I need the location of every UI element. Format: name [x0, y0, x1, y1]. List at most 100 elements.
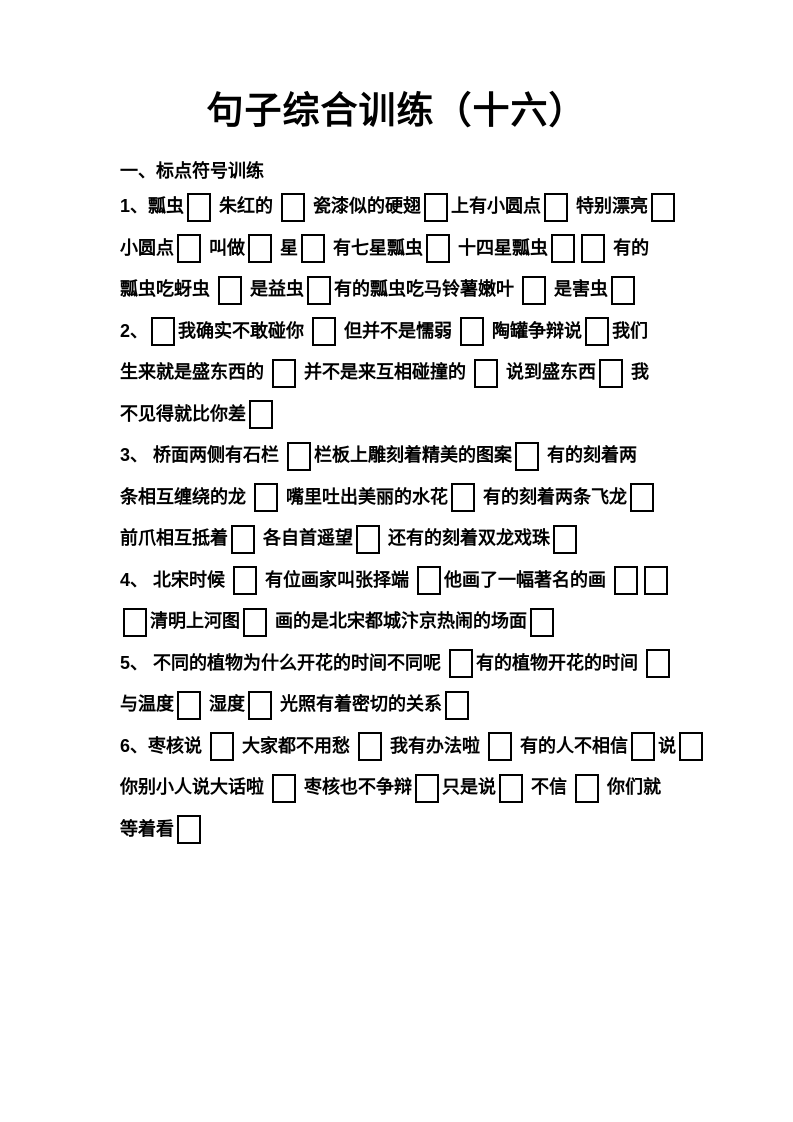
sentence-text: 上有小圆点	[451, 196, 542, 216]
punctuation-answer-box[interactable]	[218, 275, 243, 305]
exercise-line: 3、 桥面两侧有石栏 栏板上雕刻着精美的图案 有的刻着两	[120, 435, 710, 477]
exercise-item-6: 6、枣核说 大家都不用愁 我有办法啦 有的人不相信说你别小人说大话啦 枣核也不争…	[120, 726, 710, 851]
sentence-text: 等着看	[120, 818, 174, 839]
punctuation-answer-box[interactable]	[611, 275, 636, 305]
sentence-text: 陶罐争辩说	[487, 320, 583, 341]
sentence-text: 有的刻着两	[542, 445, 638, 465]
sentence-text: 你们就	[602, 777, 662, 797]
sentence-text: 与温度	[120, 694, 174, 714]
punctuation-answer-box[interactable]	[460, 317, 485, 347]
sentence-text: 大家都不用愁	[237, 735, 356, 756]
punctuation-answer-box[interactable]	[651, 192, 676, 222]
sentence-text: 有的人不相信	[515, 735, 629, 756]
punctuation-answer-box[interactable]	[307, 275, 332, 305]
sentence-text: 是害虫	[549, 279, 609, 299]
punctuation-answer-box[interactable]	[581, 234, 606, 264]
punctuation-answer-box[interactable]	[177, 690, 201, 720]
punctuation-answer-box[interactable]	[233, 566, 258, 596]
punctuation-answer-box[interactable]	[631, 732, 656, 762]
sentence-text: 不信	[526, 777, 573, 797]
punctuation-answer-box[interactable]	[522, 275, 547, 305]
sentence-text: 有的刻着两条飞龙	[478, 486, 628, 507]
sentence-text: 瓷漆似的硬翅	[308, 196, 422, 216]
punctuation-answer-box[interactable]	[449, 649, 474, 679]
exercise-line: 生来就是盛东西的 并不是来互相碰撞的 说到盛东西 我	[120, 352, 710, 394]
sentence-text: 但并不是懦弱	[339, 320, 458, 341]
sentence-text: 4、 北宋时候	[120, 569, 231, 590]
punctuation-answer-box[interactable]	[177, 815, 201, 845]
punctuation-answer-box[interactable]	[177, 234, 201, 264]
exercise-line: 4、 北宋时候 有位画家叫张择端 他画了一幅著名的画	[120, 560, 710, 602]
punctuation-answer-box[interactable]	[249, 400, 273, 430]
exercise-line: 你别小人说大话啦 枣核也不争辩只是说 不信 你们就	[120, 767, 710, 809]
punctuation-answer-box[interactable]	[312, 317, 337, 347]
punctuation-answer-box[interactable]	[287, 441, 312, 471]
sentence-text: 有的瓢虫吃马铃薯嫩叶	[334, 279, 520, 299]
punctuation-answer-box[interactable]	[585, 317, 610, 347]
punctuation-answer-box[interactable]	[272, 358, 297, 388]
sentence-text: 说	[658, 735, 677, 756]
punctuation-answer-box[interactable]	[417, 566, 442, 596]
punctuation-answer-box[interactable]	[151, 317, 176, 347]
punctuation-answer-box[interactable]	[630, 483, 655, 513]
punctuation-answer-box[interactable]	[210, 732, 235, 762]
punctuation-answer-box[interactable]	[499, 773, 524, 803]
sentence-text: 你别小人说大话啦	[120, 777, 270, 797]
punctuation-answer-box[interactable]	[474, 358, 499, 388]
exercise-line: 小圆点 叫做 星 有七星瓢虫 十四星瓢虫 有的	[120, 228, 710, 270]
punctuation-answer-box[interactable]	[426, 234, 451, 264]
punctuation-answer-box[interactable]	[123, 607, 147, 637]
punctuation-answer-box[interactable]	[254, 483, 279, 513]
punctuation-answer-box[interactable]	[530, 607, 554, 637]
punctuation-answer-box[interactable]	[445, 690, 470, 720]
punctuation-answer-box[interactable]	[248, 690, 273, 720]
sentence-text: 只是说	[442, 777, 497, 797]
exercise-item-1: 1、瓢虫 朱红的 瓷漆似的硬翅上有小圆点 特别漂亮小圆点 叫做 星 有七星瓢虫 …	[120, 186, 710, 311]
punctuation-answer-box[interactable]	[515, 441, 540, 471]
sentence-text: 我	[626, 362, 650, 382]
punctuation-answer-box[interactable]	[301, 234, 326, 264]
sentence-text: 5、 不同的植物为什么开花的时间不同呢	[120, 652, 447, 673]
punctuation-answer-box[interactable]	[551, 234, 576, 264]
sentence-text: 瓢虫吃蚜虫	[120, 279, 216, 299]
punctuation-answer-box[interactable]	[646, 649, 671, 679]
exercise-line: 6、枣核说 大家都不用愁 我有办法啦 有的人不相信说	[120, 726, 710, 768]
exercise-line: 清明上河图 画的是北宋都城汴京热闹的场面	[120, 601, 710, 643]
punctuation-answer-box[interactable]	[679, 732, 704, 762]
punctuation-answer-box[interactable]	[187, 192, 212, 222]
punctuation-answer-box[interactable]	[451, 483, 476, 513]
exercise-item-3: 3、 桥面两侧有石栏 栏板上雕刻着精美的图案 有的刻着两条相互缠绕的龙 嘴里吐出…	[120, 435, 710, 560]
exercise-item-5: 5、 不同的植物为什么开花的时间不同呢 有的植物开花的时间 与温度 湿度 光照有…	[120, 643, 710, 726]
sentence-text: 是益虫	[245, 279, 305, 299]
sentence-text: 栏板上雕刻着精美的图案	[314, 445, 513, 465]
punctuation-answer-box[interactable]	[243, 607, 267, 637]
punctuation-answer-box[interactable]	[553, 524, 578, 554]
sentence-text: 我有办法啦	[385, 735, 486, 756]
punctuation-answer-box[interactable]	[544, 192, 569, 222]
punctuation-answer-box[interactable]	[281, 192, 306, 222]
sentence-text: 小圆点	[120, 237, 174, 258]
punctuation-answer-box[interactable]	[248, 234, 273, 264]
exercise-line: 瓢虫吃蚜虫 是益虫 有的瓢虫吃马铃薯嫩叶 是害虫	[120, 269, 710, 311]
exercise-line: 5、 不同的植物为什么开花的时间不同呢 有的植物开花的时间	[120, 643, 710, 685]
punctuation-answer-box[interactable]	[488, 732, 513, 762]
punctuation-answer-box[interactable]	[231, 524, 255, 554]
sentence-text: 我确实不敢碰你	[178, 320, 310, 341]
exercise-line: 与温度 湿度 光照有着密切的关系	[120, 684, 710, 726]
punctuation-answer-box[interactable]	[358, 732, 383, 762]
punctuation-answer-box[interactable]	[424, 192, 449, 222]
exercise-line: 不见得就比你差	[120, 394, 710, 436]
punctuation-answer-box[interactable]	[415, 773, 440, 803]
punctuation-answer-box[interactable]	[644, 566, 669, 596]
punctuation-answer-box[interactable]	[599, 358, 624, 388]
punctuation-answer-box[interactable]	[614, 566, 639, 596]
punctuation-answer-box[interactable]	[272, 773, 297, 803]
punctuation-answer-box[interactable]	[575, 773, 600, 803]
sentence-text: 画的是北宋都城汴京热闹的场面	[270, 611, 527, 631]
punctuation-answer-box[interactable]	[356, 524, 381, 554]
sentence-text: 有位画家叫张择端	[260, 569, 415, 590]
sentence-text: 星	[275, 237, 299, 258]
sentence-text: 他画了一幅著名的画	[444, 569, 612, 590]
sentence-text: 湿度	[204, 694, 246, 714]
sentence-text: 还有的刻着双龙戏珠	[383, 528, 551, 548]
